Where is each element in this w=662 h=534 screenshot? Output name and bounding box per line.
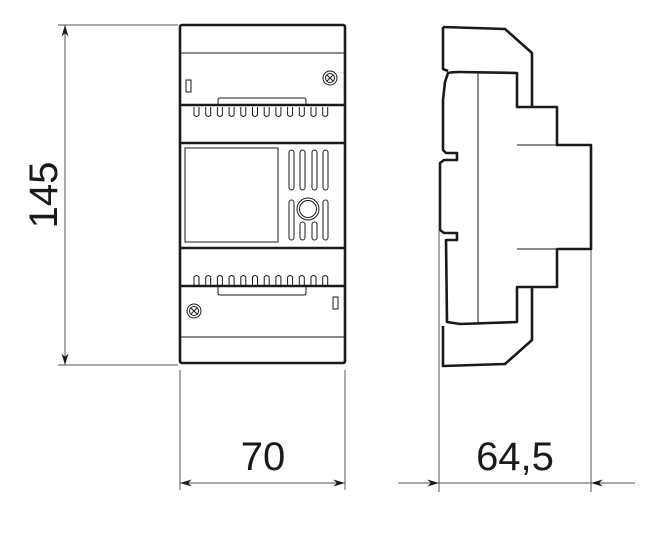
terminal-slot (252, 275, 258, 285)
top-terminal-slots (193, 107, 329, 117)
height-label: 145 (22, 162, 66, 229)
terminal-slot (298, 107, 305, 117)
terminal-slot (205, 275, 212, 285)
bottom-bracket (441, 287, 534, 368)
knob-button (296, 197, 320, 221)
terminal-slot (310, 275, 317, 285)
height-dimension: 145 (22, 24, 178, 366)
top-bracket-left (441, 27, 449, 73)
terminal-slot (193, 275, 200, 285)
depth-label: 64,5 (476, 435, 554, 479)
screw-icon (186, 303, 202, 319)
front-housing-outline (178, 23, 347, 365)
bottom-label-slot (332, 296, 339, 310)
terminal-slot (193, 107, 200, 117)
top-bracket (442, 25, 534, 107)
terminal-slot (322, 107, 329, 117)
bottom-clip (217, 286, 307, 296)
terminal-slot (216, 275, 223, 285)
terminal-slot (228, 107, 235, 117)
terminal-slot (287, 107, 294, 117)
terminal-slot (287, 275, 294, 285)
side-view (438, 25, 593, 368)
display-window (184, 147, 279, 243)
terminal-slot (275, 107, 282, 117)
depth-dimension: 64,5 (398, 230, 635, 492)
terminal-slot (252, 107, 258, 117)
terminal-slot (263, 275, 270, 285)
terminal-slot (216, 107, 223, 117)
terminal-slot (240, 107, 247, 117)
width-dimension: 70 (179, 370, 346, 490)
terminal-slot (310, 107, 317, 117)
top-label-slot (185, 79, 192, 93)
ventilation-slots (288, 149, 329, 241)
front-view (178, 23, 347, 365)
width-label: 70 (241, 435, 286, 479)
bottom-terminal-slots (193, 275, 329, 285)
terminal-slot (298, 275, 305, 285)
top-clip (217, 97, 307, 105)
terminal-slot (275, 275, 282, 285)
terminal-slot (228, 275, 235, 285)
terminal-slot (263, 107, 270, 117)
terminal-slot (240, 275, 247, 285)
side-body-outline (438, 70, 593, 326)
terminal-slot (322, 275, 329, 285)
screw-icon (322, 70, 338, 86)
terminal-slot (205, 107, 212, 117)
